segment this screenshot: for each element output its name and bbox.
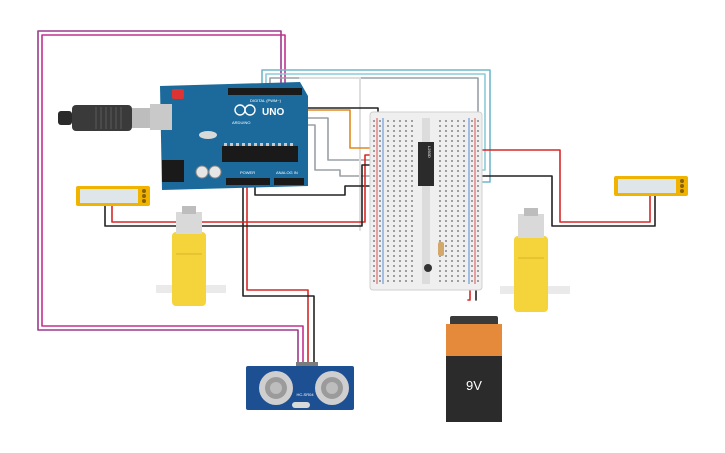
motor-right-cap	[518, 214, 544, 238]
breadboard-holes	[373, 120, 479, 282]
arduino-capacitor-1	[195, 165, 209, 179]
push-button	[424, 264, 432, 272]
display-left	[76, 186, 150, 206]
arduino-crystal	[199, 131, 217, 139]
arduino-analog-header	[274, 178, 304, 185]
arduino-logo-text: ARDUINO	[232, 120, 250, 125]
arduino-mcu-chip	[222, 146, 298, 162]
arduino-digital-label: DIGITAL (PWM~)	[250, 98, 282, 103]
arduino-power-header	[226, 178, 270, 185]
wire-black-sensor	[242, 185, 315, 367]
motor-left-body	[172, 232, 206, 306]
sensor-model: HC-SR04	[296, 392, 314, 397]
wire-gray-2	[299, 124, 400, 177]
display-left-screen	[80, 189, 138, 203]
arduino-reset-button	[172, 89, 184, 99]
l293d-chip	[418, 142, 434, 186]
battery-label: 9V	[466, 378, 482, 393]
motor-right	[500, 208, 570, 312]
display-right-screen	[618, 179, 676, 193]
arduino-capacitor-2	[208, 165, 222, 179]
wire-gray-3	[299, 117, 400, 161]
battery-terminal-bar	[450, 316, 498, 326]
arduino-power-label: POWER	[240, 170, 255, 175]
usb-plug-tip	[58, 111, 72, 125]
motor-right-body	[514, 236, 548, 312]
battery-9v: 9V	[446, 316, 502, 422]
wire-red-motor-right	[457, 149, 651, 223]
arduino-digital-header	[228, 88, 302, 95]
resistor	[438, 242, 444, 256]
battery-body	[446, 356, 502, 422]
wire-white	[299, 77, 361, 231]
wire-black-2	[254, 185, 400, 196]
motor-left-cap	[176, 212, 202, 234]
arduino-analog-label: ANALOG IN	[276, 170, 298, 175]
arduino-brand: UNO	[262, 107, 284, 118]
arduino-usb-port	[150, 104, 172, 130]
wire-purple-left	[37, 30, 299, 367]
breadboard-center-channel	[422, 118, 430, 284]
usb-cable	[58, 105, 160, 131]
battery-top	[446, 324, 502, 356]
usb-plug-body	[72, 105, 132, 131]
breadboard: L293D	[369, 111, 483, 291]
motor-right-cap-top	[524, 208, 538, 216]
arduino-board	[160, 82, 308, 190]
wire-magenta-left	[41, 34, 304, 367]
motor-left	[156, 206, 226, 306]
sensor-crystal	[292, 402, 310, 408]
arduino-power-jack	[162, 160, 184, 182]
ultrasonic-sensor: HC-SR04	[246, 362, 354, 410]
arduino-uno: UNO ARDUINO DIGITAL (PWM~) POWER ANALOG …	[150, 82, 308, 190]
l293d-label: L293D	[427, 146, 432, 158]
wire-black-motor-right	[457, 175, 656, 227]
display-right	[614, 176, 688, 196]
wire-red-sensor	[246, 185, 309, 367]
motor-left-cap-top	[182, 206, 196, 214]
